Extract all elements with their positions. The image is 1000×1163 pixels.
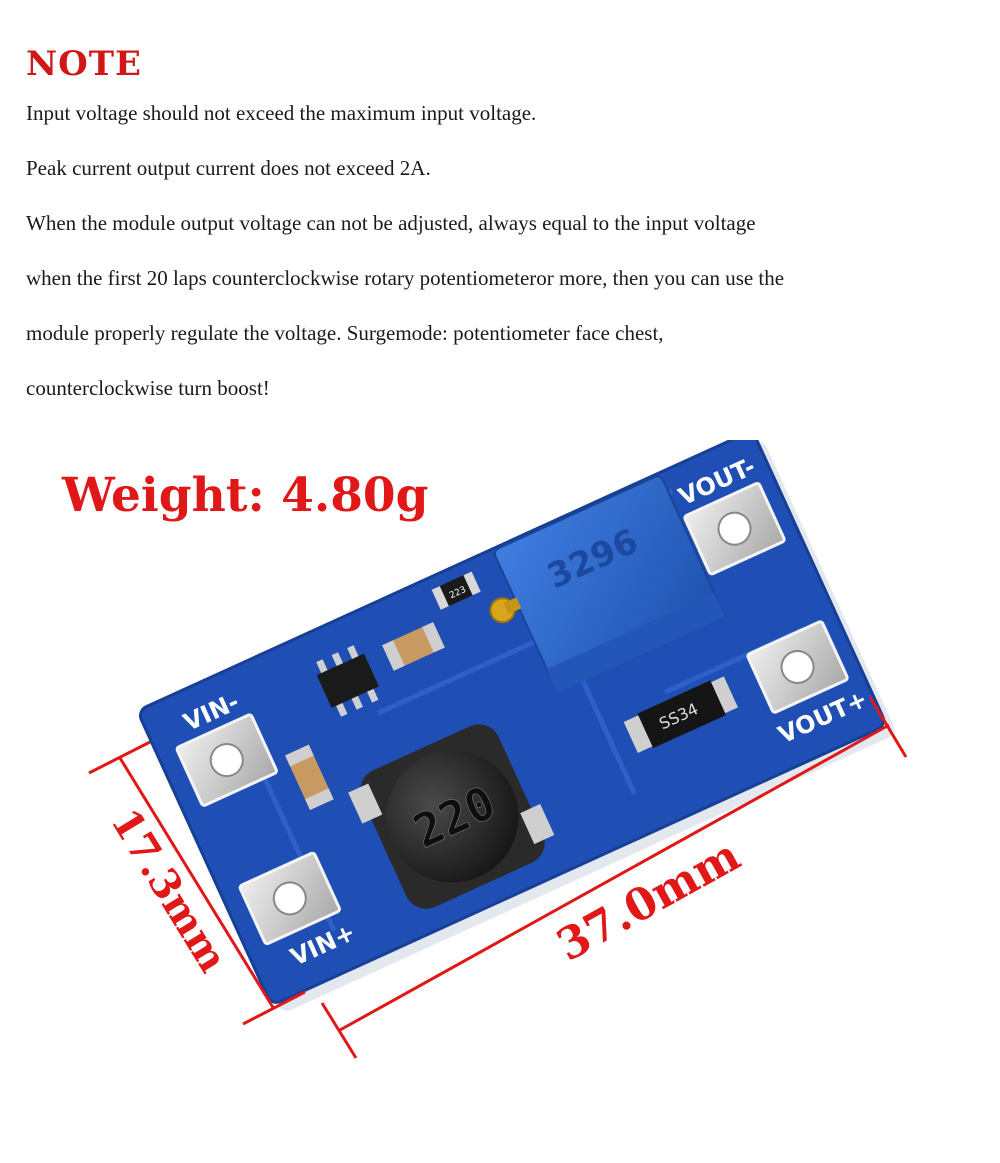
pad-vin-minus: [175, 713, 278, 807]
pad-vin-plus: [238, 851, 341, 946]
trim-potentiometer: 3296: [489, 475, 726, 693]
pad-vout-plus: [746, 620, 849, 714]
capacitor-smd: [285, 744, 334, 811]
dimension-width-line: [88, 740, 306, 1026]
note-title: NOTE: [26, 44, 142, 84]
pad-vout-minus: [683, 482, 786, 576]
diode-ss34: SS34: [623, 676, 738, 753]
inductor: 220: [348, 724, 555, 909]
note-line-1: Input voltage should not exceed the maxi…: [26, 101, 537, 125]
dimension-length-line: [320, 696, 908, 1059]
pcb-board: VIN- VIN+ VOUT- VOUT+: [138, 440, 894, 1011]
boost-ic-chip: [316, 645, 379, 717]
capacitor-smd: [382, 622, 445, 671]
note-line-2: Peak current output current does not exc…: [26, 156, 431, 180]
note-line-3: When the module output voltage can not b…: [26, 211, 756, 235]
module-photo: VIN- VIN+ VOUT- VOUT+: [88, 440, 908, 1059]
weight-label: Weight: 4.80g: [62, 468, 429, 523]
note-line-4: when the first 20 laps counterclockwise …: [26, 266, 785, 290]
resistor-smd: 223: [431, 571, 481, 610]
note-line-6: counterclockwise turn boost!: [26, 376, 270, 400]
note-line-5: module properly regulate the voltage. Su…: [26, 321, 664, 345]
